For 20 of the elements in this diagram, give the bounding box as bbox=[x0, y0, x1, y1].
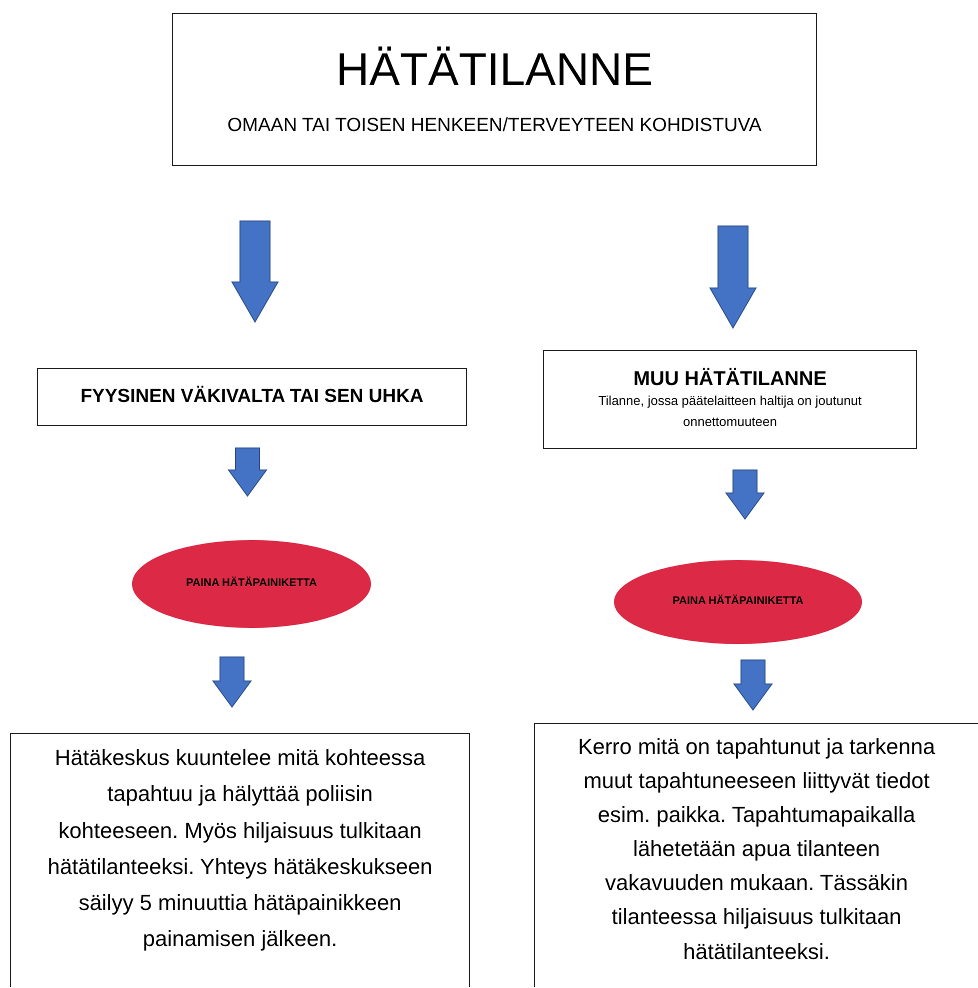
category-box bbox=[37, 368, 467, 426]
instruction-box bbox=[10, 733, 470, 987]
action-text: PAINA HÄTÄPAINIKETTA bbox=[186, 577, 317, 591]
category-box bbox=[543, 350, 917, 449]
action-text: PAINA HÄTÄPAINIKETTA bbox=[672, 595, 804, 609]
block-arrow bbox=[725, 470, 765, 520]
title-text: HÄTÄTILANNE bbox=[336, 42, 653, 96]
block-arrow bbox=[228, 448, 268, 497]
block-arrow bbox=[212, 656, 252, 708]
block-arrow bbox=[709, 226, 757, 329]
instruction-text: Kerro mitä on tapahtunut ja tarkenna muut tapahtuneeseen liittyvät tiedot esim. paikka. Tapahtumapaikalla lähetetään apua tilanteen vakavuuden mukaan. Tässäkin tilanteessa hiljaisuus tulkitaan hätätilanteeksi. bbox=[576, 733, 936, 966]
block-arrow bbox=[231, 220, 279, 323]
instruction-text: Hätäkeskus kuuntelee mitä kohteessa tapahtuu ja hälyttää poliisin kohteeseen. Myös hiljaisuus tulkitaan hätätilanteeksi. Yhteys hätäkeskukseen säilyy 5 minuuttia hätäpainikkeen painamisen jälkeen. bbox=[46, 744, 434, 954]
header-box bbox=[172, 13, 817, 166]
instruction-box bbox=[534, 723, 978, 987]
category-heading: MUU HÄTÄTILANNE bbox=[633, 367, 827, 392]
category-heading: FYYSINEN VÄKIVALTA TAI SEN UHKA bbox=[80, 386, 424, 408]
subtitle-text: OMAAN TAI TOISEN HENKEEN/TERVEYTEEN KOHDISTUVA bbox=[227, 114, 762, 138]
block-arrow bbox=[733, 660, 773, 711]
category-description: Tilanne, jossa päätelaitteen haltija on joutunut onnettomuuteen bbox=[597, 392, 863, 430]
